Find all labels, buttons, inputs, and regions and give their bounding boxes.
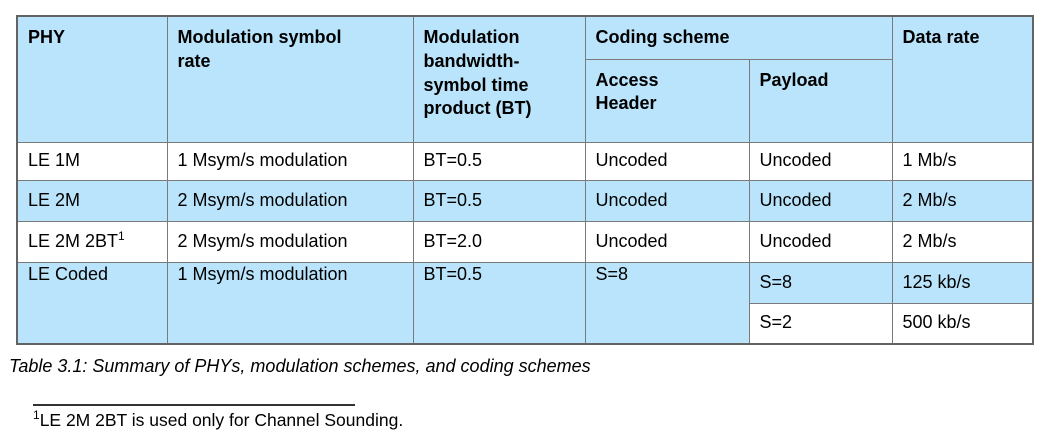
footnote-text: 1LE 2M 2BT is used only for Channel Soun… — [33, 408, 404, 431]
cell-access-header: Uncoded — [584, 141, 750, 181]
footnote-marker: 1 — [33, 408, 40, 422]
cell-phy: LE 2M — [16, 179, 168, 222]
footnote-divider — [33, 404, 355, 406]
cell-data-rate: 1 Mb/s — [891, 141, 1034, 181]
phy-label: LE 2M 2BT — [28, 230, 119, 251]
header-data-rate: Data rate — [891, 15, 1034, 143]
header-phy: PHY — [16, 15, 168, 143]
cell-access-header: Uncoded — [584, 220, 750, 263]
cell-modulation: 2 Msym/s modulation — [166, 179, 414, 222]
cell-modulation: 1 Msym/s modulation — [166, 141, 414, 181]
header-coding-scheme: Coding scheme — [584, 15, 893, 60]
cell-payload: Uncoded — [748, 141, 893, 181]
header-access-header: Access Header — [584, 58, 750, 143]
cell-phy: LE 1M — [16, 141, 168, 181]
cell-payload: S=2 — [748, 302, 893, 345]
cell-access-header: S=8 — [584, 261, 750, 345]
table-row-le-2m-2bt: LE 2M 2BT1 2 Msym/s modulation BT=2.0 Un… — [16, 220, 1034, 263]
header-payload: Payload — [748, 58, 893, 143]
cell-bt: BT=2.0 — [412, 220, 586, 263]
cell-modulation: 2 Msym/s modulation — [166, 220, 414, 263]
table-row-le-coded-s8: LE Coded 1 Msym/s modulation BT=0.5 S=8 … — [16, 261, 1034, 345]
cell-data-rate: 500 kb/s — [891, 302, 1034, 345]
header-modulation-bt: Modulation bandwidth- symbol time produc… — [412, 15, 586, 143]
cell-data-rate: 125 kb/s — [891, 261, 1034, 304]
footnote-body: LE 2M 2BT is used only for Channel Sound… — [39, 410, 404, 430]
cell-data-rate: 2 Mb/s — [891, 220, 1034, 263]
phy-summary-table: PHY Modulation symbol rate Modulation ba… — [16, 15, 1034, 345]
header-modulation-symbol-rate: Modulation symbol rate — [166, 15, 414, 143]
footnote-marker: 1 — [118, 228, 125, 243]
table-row-le-coded-s2: S=2 500 kb/s — [17, 302, 1034, 345]
cell-phy: LE 2M 2BT1 — [16, 220, 168, 263]
cell-bt: BT=0.5 — [412, 141, 586, 181]
cell-bt: BT=0.5 — [412, 179, 586, 222]
table-row-le-2m: LE 2M 2 Msym/s modulation BT=0.5 Uncoded… — [16, 179, 1034, 222]
cell-data-rate: 2 Mb/s — [891, 179, 1034, 222]
cell-bt: BT=0.5 — [412, 261, 586, 345]
cell-phy: LE Coded — [16, 261, 168, 345]
cell-access-header: Uncoded — [584, 179, 750, 222]
cell-payload: S=8 — [748, 261, 893, 304]
cell-payload: Uncoded — [748, 220, 893, 263]
cell-payload: Uncoded — [748, 179, 893, 222]
cell-modulation: 1 Msym/s modulation — [166, 261, 414, 345]
table-caption: Table 3.1: Summary of PHYs, modulation s… — [9, 356, 591, 376]
table-row-le-1m: LE 1M 1 Msym/s modulation BT=0.5 Uncoded… — [16, 141, 1034, 181]
